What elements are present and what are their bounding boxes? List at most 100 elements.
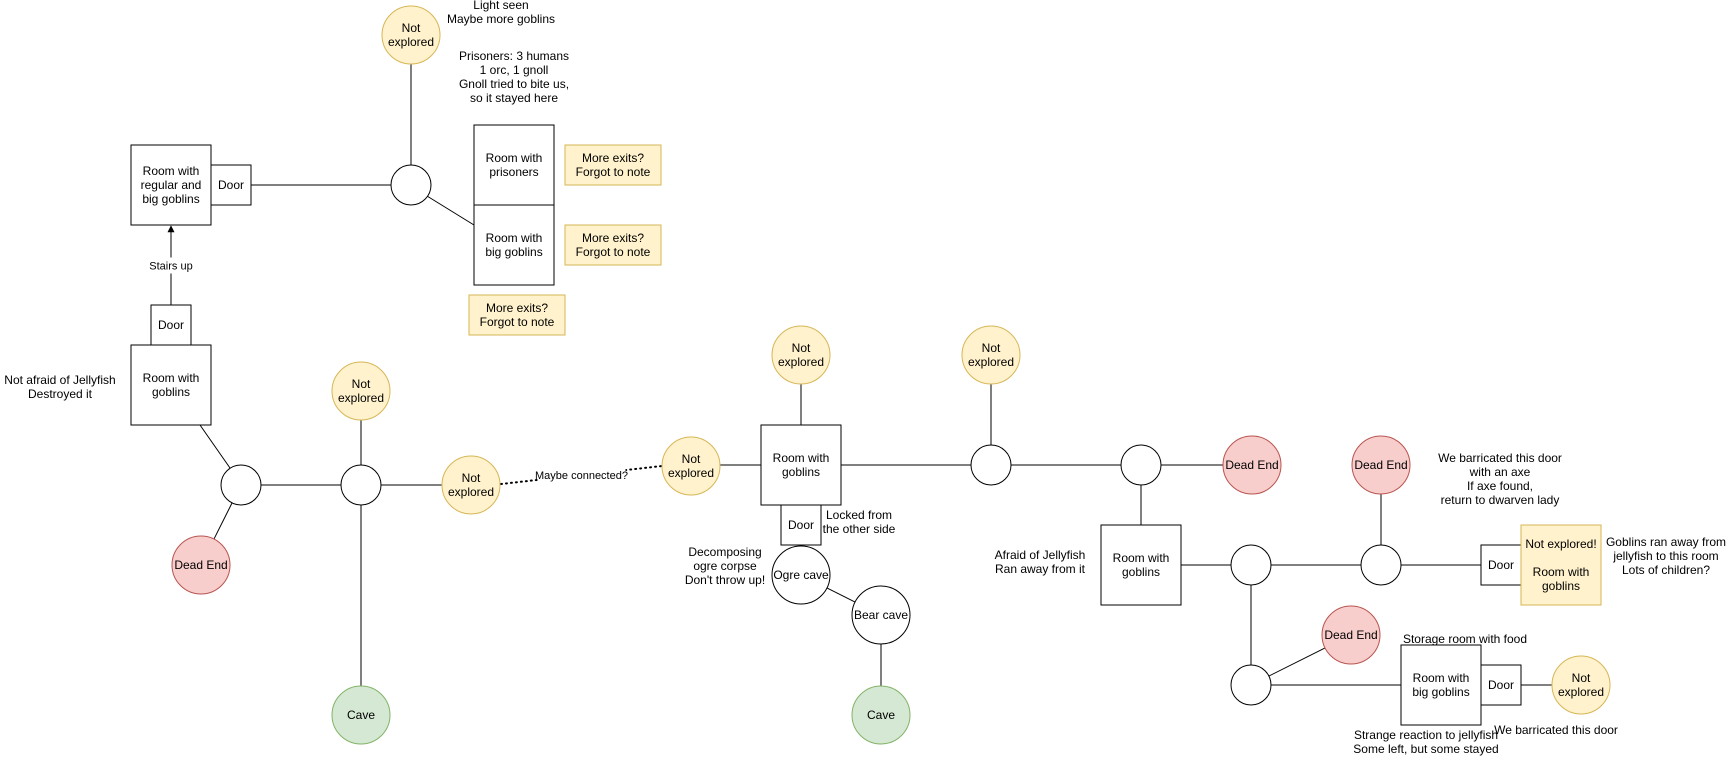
room-label-line: Room with bbox=[486, 151, 543, 165]
node-dead-end-dead-end-left: Dead End bbox=[171, 535, 231, 595]
unexplored-label-line: explored bbox=[668, 466, 714, 480]
annotation-afraid-line: Afraid of Jellyfish bbox=[995, 548, 1086, 562]
node-junction-junction-right-b bbox=[1230, 544, 1272, 586]
edge-label-bg bbox=[143, 257, 199, 274]
note-label-line: Not explored! bbox=[1525, 537, 1596, 551]
node-junction-junction-mid bbox=[970, 444, 1012, 486]
annotation-locked-line: the other side bbox=[823, 522, 896, 536]
node-door-door-regular-big: Door bbox=[210, 164, 252, 206]
node-cave-cave-left: Cave bbox=[331, 685, 391, 745]
annotation-not-afraid-line: Not afraid of Jellyfish bbox=[4, 373, 115, 387]
node-door-door-right: Door bbox=[1480, 544, 1522, 586]
unexplored-label-line: explored bbox=[338, 391, 384, 405]
door-label-line: Door bbox=[218, 178, 244, 192]
dead-end-label: Dead End bbox=[174, 558, 227, 572]
note-label-line: Forgot to note bbox=[576, 165, 651, 179]
annotation-prisoners-note-line: 1 orc, 1 gnoll bbox=[480, 63, 549, 77]
unexplored-label-line: Not bbox=[682, 452, 701, 466]
node-note-note-exits-1: More exits?Forgot to note bbox=[564, 144, 662, 186]
note-label-line: Forgot to note bbox=[480, 315, 555, 329]
annotation-ogre-corpse-line: ogre corpse bbox=[693, 559, 757, 573]
unexplored-label-line: explored bbox=[448, 485, 494, 499]
room-label-line: goblins bbox=[1122, 565, 1160, 579]
edge-label: Maybe connected? bbox=[535, 470, 628, 482]
door-label: Door bbox=[218, 178, 244, 192]
annotation-prisoners-note-line: Gnoll tried to bite us, bbox=[459, 77, 569, 91]
unexplored-shape bbox=[381, 5, 441, 65]
room-label-line: prisoners bbox=[489, 165, 538, 179]
note-label-line: More exits? bbox=[582, 231, 644, 245]
note-label-line: goblins bbox=[1542, 579, 1580, 593]
junction-shape bbox=[771, 545, 831, 605]
junction-label: Bear cave bbox=[854, 608, 908, 622]
dead-end-shape bbox=[1351, 435, 1411, 495]
cave-label: Cave bbox=[347, 708, 375, 722]
node-dead-end-dead-end-bottom: Dead End bbox=[1321, 605, 1381, 665]
door-label: Door bbox=[158, 318, 184, 332]
edge-label-bg bbox=[537, 467, 626, 483]
node-junction-bear-cave: Bear cave bbox=[851, 585, 911, 645]
unexplored-label-line: Not bbox=[1572, 671, 1591, 685]
annotation-storage-line: Storage room with food bbox=[1403, 632, 1527, 646]
annotation-strange-reaction-line: Some left, but some stayed bbox=[1353, 742, 1498, 756]
node-junction-junction-right-c bbox=[1360, 544, 1402, 586]
junction-shape bbox=[970, 444, 1012, 486]
junction-shape bbox=[220, 464, 262, 506]
dead-end-label: Dead End bbox=[1324, 628, 1377, 642]
connections: Stairs up Maybe connected? bbox=[143, 64, 1552, 686]
cave-shape bbox=[331, 685, 391, 745]
junction-label-line: Bear cave bbox=[854, 608, 908, 622]
connection-junction_top-room_big_goblins_top bbox=[426, 195, 475, 226]
annotation-prisoners-note-line: so it stayed here bbox=[470, 91, 558, 105]
annotation-goblins-ran-line: jellyfish to this room bbox=[1612, 549, 1718, 563]
dead-end-label-line: Dead End bbox=[1324, 628, 1377, 642]
unexplored-label-line: explored bbox=[778, 355, 824, 369]
room-shape bbox=[1100, 524, 1182, 606]
node-door-door-bottom: Door bbox=[1480, 664, 1522, 706]
annotation-barricaded-bottom: We barricated this door bbox=[1494, 723, 1618, 737]
unexplored-shape bbox=[661, 436, 721, 496]
junction-shape bbox=[1120, 444, 1162, 486]
annotation-ogre-corpse-line: Decomposing bbox=[688, 545, 761, 559]
node-cave-cave-mid: Cave bbox=[851, 685, 911, 745]
room-label-line: Room with bbox=[1413, 671, 1470, 685]
dead-end-label-line: Dead End bbox=[1354, 458, 1407, 472]
dead-end-shape bbox=[1321, 605, 1381, 665]
node-door-door-lower: Door bbox=[150, 304, 192, 346]
door-shape bbox=[210, 164, 252, 206]
dead-end-label-line: Dead End bbox=[174, 558, 227, 572]
edge-label: Stairs up bbox=[149, 261, 192, 273]
connection-room_goblins_left-junction_left_a bbox=[199, 424, 231, 469]
node-junction-junction-right-a bbox=[1120, 444, 1162, 486]
annotation-afraid-line: Ran away from it bbox=[995, 562, 1086, 576]
note-label: More exits?Forgot to note bbox=[480, 301, 555, 329]
door-shape bbox=[150, 304, 192, 346]
connection-junction_bottom-dead_end_bottom bbox=[1268, 647, 1326, 677]
door-label-line: Door bbox=[788, 518, 814, 532]
annotation-prisoners-note-line: Prisoners: 3 humans bbox=[459, 49, 569, 63]
node-junction-junction-bottom bbox=[1230, 664, 1272, 706]
junction-shape bbox=[851, 585, 911, 645]
annotation-barricaded-axe-line: return to dwarven lady bbox=[1441, 493, 1560, 507]
